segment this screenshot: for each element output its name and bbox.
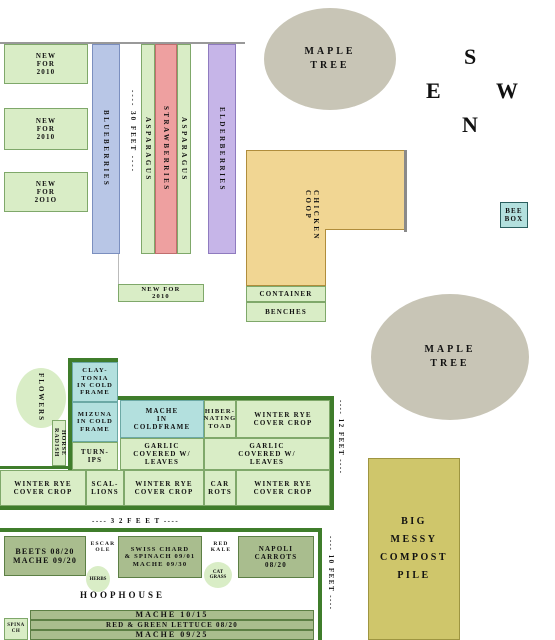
bed-mizuna[interactable]: MIZUNA IN COLD FRAME [72, 402, 118, 442]
bed-scallions[interactable]: SCAL- LIONS [86, 470, 124, 506]
thirty-two-feet-note: ---- 3 2 F E E T ---- [92, 517, 180, 525]
flowers-oval[interactable]: FLOWERS [16, 368, 66, 428]
bed-beets[interactable]: BEETS 08/20 MACHE 09/20 [4, 536, 86, 576]
compass-s: S [464, 44, 477, 69]
bed-new-2010-c[interactable]: NEW FOR 2o1o [4, 172, 88, 212]
elderberries-label: ELDERBERRIES [218, 106, 227, 192]
maple-tree-top[interactable]: MAPLE TREE [264, 8, 396, 110]
garden-frame-left [68, 358, 72, 470]
garden-frame-top [68, 358, 118, 362]
bed-escarole[interactable]: ESCAR OLE [90, 536, 116, 558]
hoophouse-frame-right [318, 528, 322, 640]
hoophouse-frame-top [0, 528, 322, 532]
cat-grass-oval[interactable]: CAT GRASS [204, 562, 232, 588]
coop-wall-right [404, 150, 407, 232]
bed-mache-coldframe[interactable]: MACHE IN COLDFRAME [120, 400, 204, 438]
blueberries-label: BLUEBERRIES [102, 110, 111, 188]
bed-carrots[interactable]: CAR ROTS [204, 470, 236, 506]
bed-red-green-lettuce[interactable]: RED & GREEN LETTUCE 08/20 [30, 620, 314, 630]
bed-garlic-1[interactable]: GARLIC COVERED W/ LEAVES [120, 438, 204, 470]
bed-winter-rye-4[interactable]: WINTER RYE COVER CROP [236, 470, 330, 506]
bed-elderberries[interactable]: ELDERBERRIES [208, 44, 236, 254]
chicken-coop-label: CHICKEN COOP [304, 190, 320, 241]
bed-spinach-corner[interactable]: SPINA CH [4, 618, 28, 640]
bed-container[interactable]: CONTAINER [246, 286, 326, 302]
bed-new-2010-b[interactable]: NEW FOR 2010 [4, 108, 88, 150]
fence-top-left [0, 42, 245, 44]
hoophouse-label: HOOPHOUSE [80, 590, 166, 600]
bed-swiss-chard[interactable]: SWISS CHARD & SPINACH 09/01 MACHE 09/30 [118, 536, 202, 578]
bed-mache-row1[interactable]: MACHE 10/15 [30, 610, 314, 620]
bed-asparagus-2[interactable]: ASPARAGUS [177, 44, 191, 254]
compost-pile[interactable]: BIG MESSY COMPOST PILE [368, 458, 460, 640]
twelve-feet-note: ---- 12 FEET ---- [337, 400, 345, 475]
bed-new-for-2010[interactable]: NEW FOR 2010 [118, 284, 204, 302]
bed-hibernating-toad[interactable]: HIBER- NATING TOAD [204, 400, 236, 438]
ten-feet-note: ---- 10 FEET ---- [327, 536, 335, 611]
bed-winter-rye-3[interactable]: WINTER RYE COVER CROP [124, 470, 204, 506]
bed-winter-rye-1[interactable]: WINTER RYE COVER CROP [236, 400, 330, 438]
garden-frame-right [330, 396, 334, 510]
garden-frame-bottom [0, 506, 334, 510]
bed-winter-rye-2[interactable]: WINTER RYE COVER CROP [0, 470, 86, 506]
bed-asparagus-1[interactable]: ASPARAGUS [141, 44, 155, 254]
compass-n: N [462, 112, 478, 137]
bed-napoli-carrots[interactable]: NAPOLI CARROTS 08/20 [238, 536, 314, 578]
bed-benches[interactable]: BENCHES [246, 302, 326, 322]
compass-w: W [496, 78, 518, 103]
bed-mache-row3[interactable]: MACHE 09/25 [30, 630, 314, 640]
garden-frame-lower-left [0, 466, 72, 469]
maple-tree-right[interactable]: MAPLE TREE [371, 294, 529, 420]
bed-strawberries[interactable]: STRAWBERRIES [155, 44, 177, 254]
bed-garlic-2[interactable]: GARLIC COVERED W/ LEAVES [204, 438, 330, 470]
garden-frame-top2 [118, 396, 334, 400]
thirty-feet-note: ---- 30 FEET ---- [129, 90, 137, 174]
herbs-oval[interactable]: HERBS [86, 566, 110, 592]
bed-claytonia[interactable]: CLAY- TONIA IN COLD FRAME [72, 362, 118, 402]
asparagus-2-label: ASPARAGUS [180, 116, 189, 182]
bed-turnips[interactable]: TURN- IPS [72, 442, 118, 470]
bed-blueberries[interactable]: BLUEBERRIES [92, 44, 120, 254]
bed-horse-radish[interactable]: HORSE RADISH [52, 420, 66, 466]
bed-new-2010-a[interactable]: NEW FOR 2010 [4, 44, 88, 84]
bee-box[interactable]: BEE BOX [500, 202, 528, 228]
compass-e: E [426, 78, 441, 103]
bed-red-kale[interactable]: RED KALE [206, 536, 236, 558]
asparagus-1-label: ASPARAGUS [144, 116, 153, 182]
strawberries-label: STRAWBERRIES [162, 106, 171, 192]
chicken-coop-area[interactable]: CHICKEN COOP [246, 150, 406, 286]
